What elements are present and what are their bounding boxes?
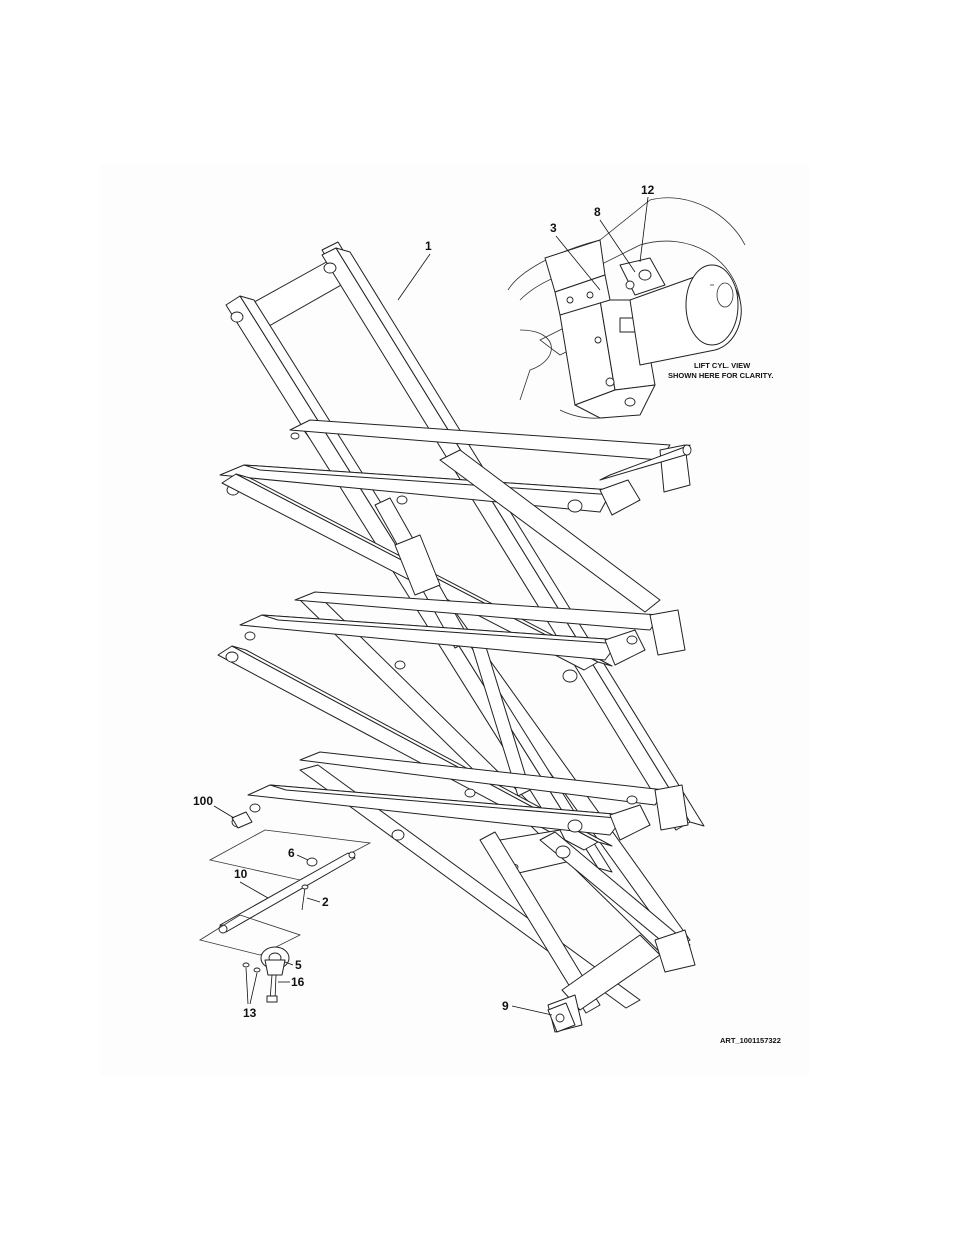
callout-12: 12 xyxy=(641,183,655,197)
callout-13: 13 xyxy=(243,1006,257,1020)
switch-5 xyxy=(260,946,290,976)
screws-13 xyxy=(242,962,261,973)
pivot-hole xyxy=(290,432,300,440)
callout-1: 1 xyxy=(425,239,432,253)
level-3-crossbeams xyxy=(247,751,689,841)
pivot-hole xyxy=(394,660,406,670)
leader-10 xyxy=(239,881,269,899)
pivot-hole xyxy=(626,635,638,645)
callout-6: 6 xyxy=(288,846,295,860)
bolt-2 xyxy=(301,884,309,911)
leader-5 xyxy=(284,961,294,966)
pivot-hole xyxy=(323,262,337,274)
pivot-hole xyxy=(249,803,261,813)
pivot-hole xyxy=(562,669,578,683)
callout-9: 9 xyxy=(502,999,509,1013)
callout-3: 3 xyxy=(550,221,557,235)
callout-2: 2 xyxy=(322,895,329,909)
leader-13b xyxy=(249,972,258,1005)
nut-6 xyxy=(306,857,318,867)
shaft-plane xyxy=(198,914,302,956)
inset-note-line-2: SHOWN HERE FOR CLARITY. xyxy=(668,371,773,380)
lift-cylinder-inset: LIFT CYL. VIEW SHOWN HERE FOR CLARITY. xyxy=(507,197,773,419)
leader-9 xyxy=(511,1005,553,1016)
inset-note-line-1: LIFT CYL. VIEW xyxy=(694,361,751,370)
leader-8 xyxy=(599,219,636,273)
pivot-hole xyxy=(391,829,405,841)
leader-3 xyxy=(555,235,601,291)
leader-6 xyxy=(296,854,309,861)
callouts: 1 12 8 3 100 6 10 2 5 16 13 9 xyxy=(193,183,655,1020)
art-number: ART_1001157322 xyxy=(720,1036,781,1045)
level-2-crossbeams xyxy=(239,591,686,683)
lever-16 xyxy=(266,974,278,1003)
pivot-hole xyxy=(396,495,408,505)
callout-10: 10 xyxy=(234,867,248,881)
pivot-hole xyxy=(567,819,583,833)
leader-2 xyxy=(306,897,321,903)
inset-limit-switch xyxy=(619,257,666,296)
bushing-100 xyxy=(231,811,253,829)
callout-8: 8 xyxy=(594,205,601,219)
pivot-hole xyxy=(464,788,476,798)
pivot-hole xyxy=(230,311,244,323)
pivot-hole xyxy=(626,795,638,805)
callout-16: 16 xyxy=(291,975,305,989)
pivot-hole xyxy=(555,845,571,859)
leader-13a xyxy=(245,967,249,1005)
pivot-hole xyxy=(225,651,239,663)
pivot-hole xyxy=(244,631,256,641)
pin-shaft-upper xyxy=(599,444,692,481)
leader-100 xyxy=(213,805,235,819)
loose-parts xyxy=(198,811,576,1033)
leader-1 xyxy=(397,253,431,301)
inset-motor xyxy=(629,264,742,366)
leader-12 xyxy=(639,196,649,263)
pivot-hole xyxy=(567,499,583,513)
pin-shaft-10 xyxy=(218,851,356,934)
callout-5: 5 xyxy=(295,958,302,972)
callout-100: 100 xyxy=(193,794,213,808)
end-block-9 xyxy=(547,1002,576,1033)
